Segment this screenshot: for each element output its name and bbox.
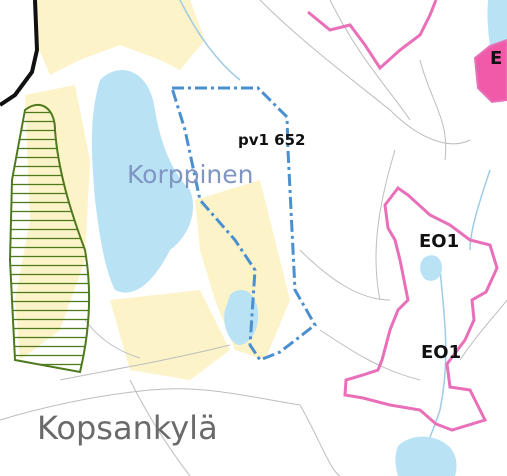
plan-area-boundary	[169, 86, 317, 362]
road	[0, 0, 40, 107]
field-area-east	[195, 180, 290, 360]
pink-zone-ne-filled	[473, 38, 507, 104]
field-area-north	[35, 0, 205, 75]
pink-zone-north	[307, 0, 438, 71]
pond-east	[420, 255, 442, 281]
zone-label-eo1-south: EO1	[421, 342, 462, 363]
lake-south-edge	[395, 436, 457, 476]
zone-label-e: E	[490, 48, 503, 69]
village-name-label: Kopsankylä	[37, 409, 218, 447]
zone-label-eo1-north: EO1	[419, 231, 460, 252]
hatched-area	[8, 103, 91, 374]
pink-zone-eo1	[343, 185, 499, 432]
lake-name-label: Korppinen	[127, 160, 254, 189]
plan-area-label: pv1 652	[238, 131, 306, 149]
lake-korppinen	[91, 70, 194, 293]
